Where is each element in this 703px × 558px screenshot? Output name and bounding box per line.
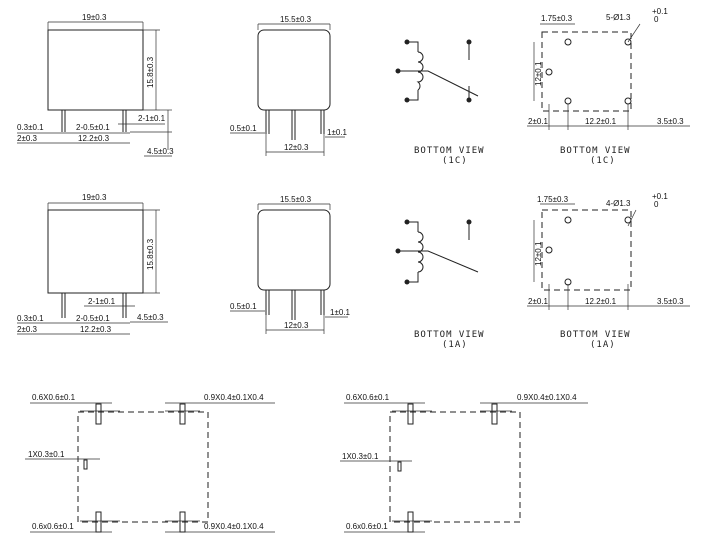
pad-ml: [83, 459, 88, 470]
pitch-label: 12.2±0.3: [80, 325, 112, 334]
right: 3.5±0.3: [657, 117, 684, 126]
caption: BOTTOM VIEW: [560, 330, 631, 340]
pin-thick: 0.3±0.1: [17, 123, 44, 132]
edge: 2±0.1: [528, 297, 549, 306]
tol-top: +0.1: [652, 7, 668, 16]
end-view-1a: 15.5±0.3 0.5±0.1 1±0.1 12±0.3: [230, 195, 351, 334]
end-width: 15.5±0.3: [280, 195, 312, 204]
pin-w2: 1±0.1: [330, 308, 351, 317]
caption: BOTTOM VIEW: [560, 146, 631, 156]
caption: BOTTOM VIEW: [414, 146, 485, 156]
pin-pitch-small: 2-1±0.1: [138, 114, 166, 123]
caption-sub: (1A): [442, 340, 468, 350]
label-tr: 0.9X0.4±0.1X0.4: [517, 393, 577, 402]
tol-top: +0.1: [652, 192, 668, 201]
pin-len: 4.5±0.3: [137, 313, 164, 322]
footprint-outline: [389, 411, 521, 523]
pin-width: 2-0.5±0.1: [76, 123, 110, 132]
end-view-1c: 15.5±0.3 0.5±0.1 1±0.1 12±0.3: [230, 15, 348, 156]
caption-sub: (1C): [442, 156, 468, 166]
pitch: 12.2±0.1: [585, 297, 617, 306]
pad-tr: [491, 403, 498, 425]
pin-width: 2-0.5±0.1: [76, 314, 110, 323]
side-view-1c: 19±0.3 15.8±0.3 2-1±0.1 0.3±0.1 2-0.5±0.…: [17, 13, 174, 157]
pin-w1: 0.5±0.1: [230, 124, 257, 133]
label-tr: 0.9X0.4±0.1X0.4: [204, 393, 264, 402]
pin-w1: 0.5±0.1: [230, 302, 257, 311]
height: 12±0.1: [534, 241, 543, 266]
label-tl: 0.6X0.6±0.1: [32, 393, 76, 402]
pad-bl: [407, 511, 414, 533]
bottom-view-1c: 1.75±0.3 5-Ø1.3 +0.1 0 12±0.1 2±0.1 12.2…: [527, 7, 690, 166]
caption: BOTTOM VIEW: [414, 330, 485, 340]
coil-icon: [417, 231, 424, 273]
pad-tl: [407, 403, 414, 425]
height-label: 15.8±0.3: [146, 56, 155, 88]
pad: 1.75±0.3: [541, 14, 573, 23]
coil-icon: [416, 51, 424, 91]
footprint-right: 0.6X0.6±0.1 0.9X0.4±0.1X0.4 1X0.3±0.1 0.…: [340, 393, 588, 533]
holes: 4-Ø1.3: [606, 199, 631, 208]
width-label: 19±0.3: [82, 193, 107, 202]
outline: [541, 31, 632, 112]
pad: 1.75±0.3: [537, 195, 569, 204]
edge-label: 2±0.3: [17, 325, 38, 334]
label-ml: 1X0.3±0.1: [28, 450, 65, 459]
label-bl: 0.6x0.6±0.1: [32, 522, 74, 531]
pad-bl: [95, 511, 102, 533]
pad-tr: [179, 403, 186, 425]
end-width: 15.5±0.3: [280, 15, 312, 24]
right: 3.5±0.3: [657, 297, 684, 306]
pin-pitch-small: 2-1±0.1: [88, 297, 116, 306]
relay-body: [47, 209, 144, 294]
pin-len: 4.5±0.3: [147, 147, 174, 156]
end-pitch: 12±0.3: [284, 143, 309, 152]
pad-tl: [95, 403, 102, 425]
edge: 2±0.1: [528, 117, 549, 126]
side-view-1a: 19±0.3 15.8±0.3 2-1±0.1 4.5±0.3 0.3±0.1 …: [17, 193, 168, 335]
holes: 5-Ø1.3: [606, 13, 631, 22]
footprint-outline: [77, 411, 209, 523]
end-body: [257, 209, 331, 291]
outline: [541, 209, 632, 291]
tol-bot: 0: [654, 15, 659, 24]
caption-sub: (1A): [590, 340, 616, 350]
footprint-left: 0.6X0.6±0.1 0.9X0.4±0.1X0.4 1X0.3±0.1 0.…: [25, 393, 275, 533]
schematic-1c: BOTTOM VIEW (1C): [395, 39, 485, 166]
caption-sub: (1C): [590, 156, 616, 166]
relay-body: [47, 29, 144, 111]
label-tl: 0.6X0.6±0.1: [346, 393, 390, 402]
pin-thick: 0.3±0.1: [17, 314, 44, 323]
pin-w2: 1±0.1: [327, 128, 348, 137]
pad-ml: [397, 461, 402, 472]
label-bl: 0.6x0.6±0.1: [346, 522, 388, 531]
end-body: [257, 29, 331, 111]
pitch: 12.2±0.1: [585, 117, 617, 126]
width-label: 19±0.3: [82, 13, 107, 22]
height-label: 15.8±0.3: [146, 238, 155, 270]
edge-label: 2±0.3: [17, 134, 38, 143]
label-br: 0.9X0.4±0.1X0.4: [204, 522, 264, 531]
end-pitch: 12±0.3: [284, 321, 309, 330]
label-ml: 1X0.3±0.1: [342, 452, 379, 461]
bottom-view-1a: 1.75±0.3 4-Ø1.3 +0.1 0 12±0.1 2±0.1 12.2…: [527, 192, 690, 350]
height: 12±0.1: [534, 61, 543, 86]
tol-bot: 0: [654, 200, 659, 209]
pad-br: [179, 511, 186, 533]
pitch-label: 12.2±0.3: [78, 134, 110, 143]
schematic-1a: BOTTOM VIEW (1A): [395, 219, 485, 350]
